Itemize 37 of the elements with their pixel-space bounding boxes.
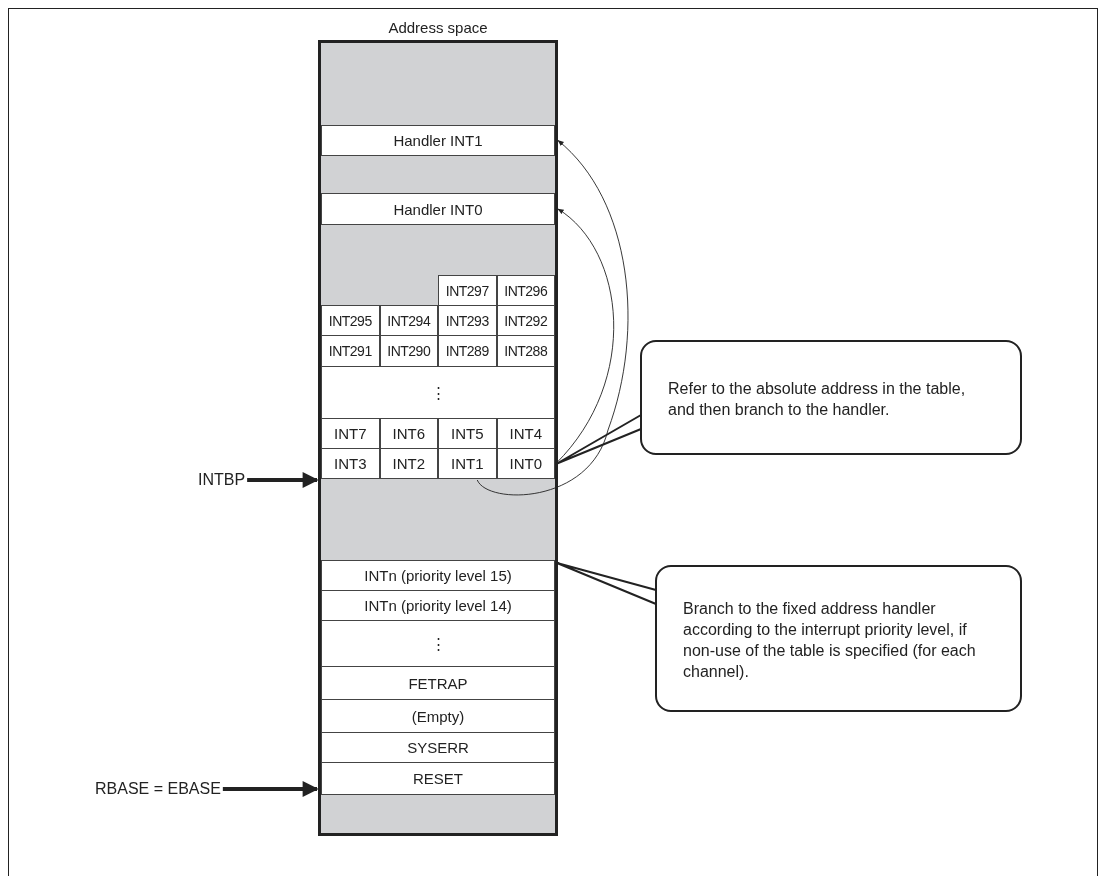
memory-cell: FETRAP	[321, 666, 555, 700]
memory-cell: INT7	[321, 418, 380, 449]
memory-cell: INT289	[438, 335, 497, 367]
memory-cell: INT6	[379, 418, 438, 449]
memory-cell: INT296	[496, 275, 555, 306]
address-pointer-label: INTBP	[198, 471, 246, 489]
callout-pointer	[556, 414, 642, 465]
memory-cell: ⋮	[321, 620, 555, 667]
memory-cell: INT4	[496, 418, 555, 449]
memory-cell: SYSERR	[321, 732, 555, 763]
callout-pointer	[556, 562, 657, 605]
memory-cell: INT1	[438, 448, 497, 479]
memory-cell: INT2	[379, 448, 438, 479]
memory-cell: Handler INT0	[321, 193, 555, 225]
memory-cell: (Empty)	[321, 699, 555, 733]
memory-cell: INT294	[379, 305, 438, 336]
memory-cell: INTn (priority level 14)	[321, 590, 555, 621]
memory-cell: INT3	[321, 448, 380, 479]
callout-box: Branch to the fixed address handler according to the interrupt priority level, if non-use of the table is specified (for each channel).	[655, 565, 1022, 712]
memory-cell: INT291	[321, 335, 380, 367]
memory-cell: Handler INT1	[321, 125, 555, 156]
memory-cell: INT292	[496, 305, 555, 336]
memory-cell: INT297	[438, 275, 497, 306]
pointer-arrow	[222, 781, 319, 797]
memory-cell: INT0	[496, 448, 555, 479]
pointer-arrow	[247, 472, 319, 488]
memory-cell: INT290	[379, 335, 438, 367]
callout-box: Refer to the absolute address in the table, and then branch to the handler.	[640, 340, 1022, 455]
column-heading: Address space	[387, 19, 489, 36]
memory-cell: INTn (priority level 15)	[321, 560, 555, 591]
memory-cell: ⋮	[321, 366, 555, 419]
memory-cell: INT5	[438, 418, 497, 449]
memory-cell: INT295	[321, 305, 380, 336]
address-pointer-label: RBASE = EBASE	[95, 780, 221, 798]
memory-cell: INT288	[496, 335, 555, 367]
memory-cell: INT293	[438, 305, 497, 336]
memory-cell: RESET	[321, 762, 555, 795]
